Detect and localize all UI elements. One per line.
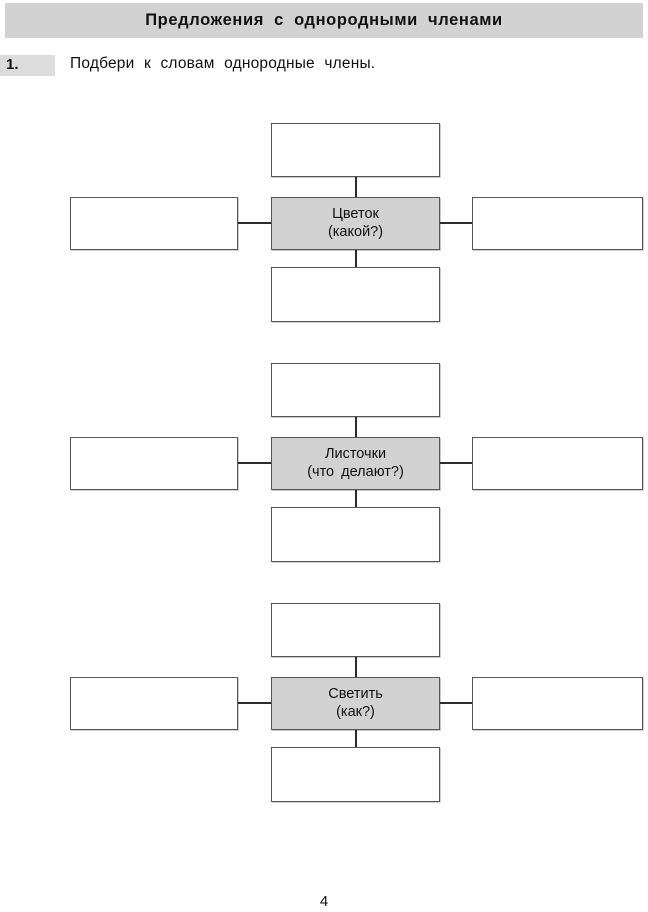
connector-top — [355, 417, 357, 437]
connector-left — [238, 702, 271, 704]
connector-bottom — [355, 730, 357, 747]
answer-box-right[interactable] — [472, 197, 643, 250]
center-prompt-box: Листочки (что делают?) — [271, 437, 440, 490]
page-number: 4 — [319, 893, 329, 910]
diagram-group-shine: Светить (как?) — [0, 598, 648, 808]
answer-box-bottom[interactable] — [271, 747, 440, 802]
connector-left — [238, 222, 271, 224]
answer-box-top[interactable] — [271, 123, 440, 177]
diagram-group-flower: Цветок (какой?) — [0, 118, 648, 328]
connector-left — [238, 462, 271, 464]
answer-box-top[interactable] — [271, 603, 440, 657]
connector-bottom — [355, 250, 357, 267]
answer-box-right[interactable] — [472, 437, 643, 490]
center-prompt-word: Листочки — [324, 445, 387, 462]
connector-top — [355, 657, 357, 677]
answer-box-left[interactable] — [70, 677, 238, 730]
task-number: 1. — [6, 56, 19, 73]
answer-box-left[interactable] — [70, 437, 238, 490]
connector-right — [440, 702, 472, 704]
center-prompt-question: (что делают?) — [307, 463, 404, 480]
center-prompt-word: Светить — [328, 685, 383, 702]
page-title: Предложения с однородными членами — [145, 11, 503, 29]
answer-box-left[interactable] — [70, 197, 238, 250]
task-number-band — [0, 55, 55, 76]
task-row: 1. Подбери к словам однородные члены. — [0, 55, 648, 85]
center-prompt-question: (как?) — [336, 703, 375, 720]
center-prompt-question: (какой?) — [327, 223, 384, 240]
connector-right — [440, 462, 472, 464]
diagram-group-leaves: Листочки (что делают?) — [0, 358, 648, 568]
answer-box-bottom[interactable] — [271, 267, 440, 322]
answer-box-bottom[interactable] — [271, 507, 440, 562]
answer-box-right[interactable] — [472, 677, 643, 730]
connector-top — [355, 177, 357, 197]
connector-bottom — [355, 490, 357, 507]
page-header-bar: Предложения с однородными членами — [5, 3, 643, 38]
center-prompt-word: Цветок — [332, 205, 379, 222]
task-instruction: Подбери к словам однородные члены. — [70, 55, 376, 72]
connector-right — [440, 222, 472, 224]
center-prompt-box: Цветок (какой?) — [271, 197, 440, 250]
answer-box-top[interactable] — [271, 363, 440, 417]
center-prompt-box: Светить (как?) — [271, 677, 440, 730]
